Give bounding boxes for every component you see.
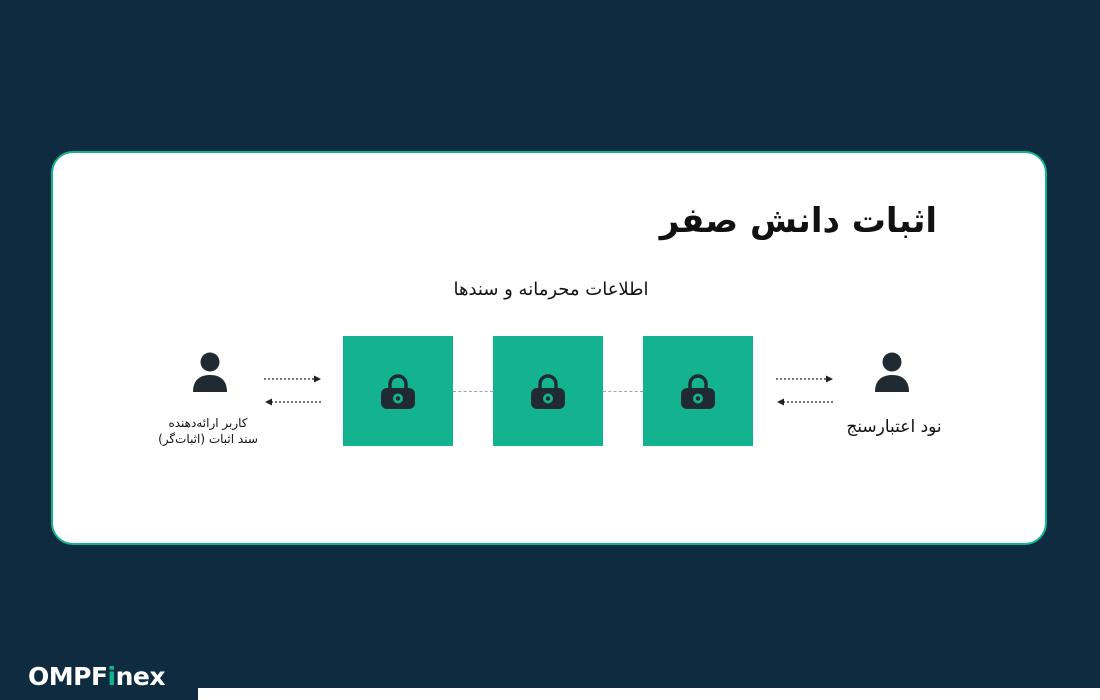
prover-label: کاربر ارائه‌دهنده سند اثبات (اثبات‌گر) (143, 415, 273, 447)
verifier-user-icon (875, 352, 909, 392)
encrypted-block-1 (343, 336, 453, 446)
brand-prefix: OMPF (28, 662, 108, 691)
footer-bar (198, 688, 1100, 700)
encrypted-block-2 (493, 336, 603, 446)
lock-icon (681, 374, 715, 409)
diagram-subtitle: اطلاعات محرمانه و سندها (453, 279, 649, 300)
prover-user-icon (193, 352, 227, 392)
chain-link-1 (453, 391, 493, 392)
brand-suffix: nex (115, 662, 166, 691)
brand-logo: OMPFinex (28, 662, 166, 691)
lock-icon (381, 374, 415, 409)
diagram-card: اثبات دانش صفر اطلاعات محرمانه و سندها ک… (51, 151, 1047, 545)
diagram-title: اثبات دانش صفر (659, 201, 937, 241)
prover-receive-arrow (265, 398, 322, 406)
verifier-label: نود اعتبارسنج (846, 417, 942, 437)
prover-label-line2: سند اثبات (اثبات‌گر) (158, 432, 258, 446)
verifier-receive-arrow (777, 398, 834, 406)
brand-accent-letter: i (107, 662, 117, 691)
prover-label-line1: کاربر ارائه‌دهنده (168, 416, 248, 430)
verifier-send-arrow (776, 375, 833, 383)
chain-link-2 (603, 391, 643, 392)
lock-icon (531, 374, 565, 409)
prover-send-arrow (264, 375, 321, 383)
encrypted-block-3 (643, 336, 753, 446)
